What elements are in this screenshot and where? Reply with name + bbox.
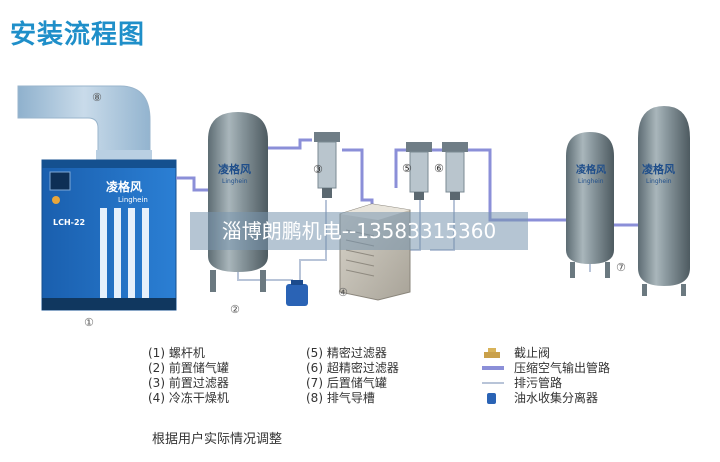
legend-symbol-label: 油水收集分离器	[514, 391, 599, 405]
tank-brand-en-front: Linghein	[222, 178, 248, 185]
legend-item: (3) 前置过滤器	[148, 376, 229, 390]
legend-symbol-label: 压缩空气输出管路	[514, 361, 611, 375]
marker-5: ⑤	[402, 162, 412, 175]
legend-item: (2) 前置储气罐	[148, 361, 229, 375]
legend-symbol-label: 截止阀	[514, 346, 551, 360]
tank-brand-cn-large: 凌格风	[642, 162, 675, 176]
tank-brand-cn-front: 凌格风	[218, 162, 251, 176]
legend-symbol-row: 压缩空气输出管路	[482, 361, 610, 376]
marker-8: ⑧	[92, 91, 102, 104]
screw-compressor	[41, 159, 177, 311]
marker-1: ①	[84, 316, 94, 329]
emergency-stop-button	[52, 196, 60, 204]
rear-air-tank-large	[638, 106, 690, 296]
marker-3: ③	[313, 163, 323, 176]
tank-brand-en-small: Linghein	[578, 178, 604, 185]
front-air-tank	[208, 112, 268, 292]
marker-7: ⑦	[616, 261, 626, 274]
legend-item: (5) 精密过滤器	[306, 346, 387, 360]
legend-item: (4) 冷冻干燥机	[148, 391, 229, 405]
legend-item: (8) 排气导槽	[306, 391, 375, 405]
legend-components-col2: (5) 精密过滤器 (6) 超精密过滤器 (7) 后置储气罐 (8) 排气导槽	[306, 346, 399, 406]
tank-brand-en-large: Linghein	[646, 178, 672, 185]
legend-symbol-label: 排污管路	[514, 376, 563, 390]
adjustment-note: 根据用户实际情况调整	[152, 432, 283, 447]
exhaust-duct	[17, 85, 152, 163]
precision-filter	[406, 142, 432, 200]
installation-flow-diagram: ⑧ 凌格风 Linghein LCH-22 ① ②	[17, 85, 690, 329]
legend-item: (6) 超精密过滤器	[306, 361, 399, 375]
ultra-precision-filter	[442, 142, 468, 200]
page-title: 安装流程图	[10, 20, 146, 50]
marker-6: ⑥	[434, 162, 444, 175]
watermark-banner: 淄博朗鹏机电--13583315360	[190, 212, 528, 250]
oil-water-separator-icon	[482, 391, 508, 406]
legend-item: (1) 螺杆机	[148, 346, 205, 360]
compressor-brand-cn: 凌格风	[106, 179, 142, 194]
legend-symbol-row: 油水收集分离器	[482, 391, 610, 406]
compressed-air-pipes	[176, 138, 638, 227]
tank-brand-cn-small: 凌格风	[576, 163, 606, 176]
legend-symbols: 截止阀 压缩空气输出管路 排污管路 油水收集分离器	[482, 346, 610, 406]
legend-symbol-row: 排污管路	[482, 376, 610, 391]
compressor-model: LCH-22	[53, 218, 85, 227]
air-pipe-icon	[482, 361, 508, 376]
legend-components-col1: (1) 螺杆机 (2) 前置储气罐 (3) 前置过滤器 (4) 冷冻干燥机	[148, 346, 229, 406]
compressor-brand-en: Linghein	[118, 196, 148, 204]
marker-2: ②	[230, 303, 240, 316]
valve-icon	[482, 346, 508, 361]
legend-symbol-row: 截止阀	[482, 346, 610, 361]
rear-air-tank-small	[566, 132, 614, 278]
control-panel-screen	[49, 171, 71, 191]
pre-filter	[314, 132, 340, 198]
marker-4: ④	[338, 286, 348, 299]
legend-item: (7) 后置储气罐	[306, 376, 387, 390]
drain-pipe-icon	[482, 376, 508, 391]
oil-water-separator	[286, 280, 308, 306]
